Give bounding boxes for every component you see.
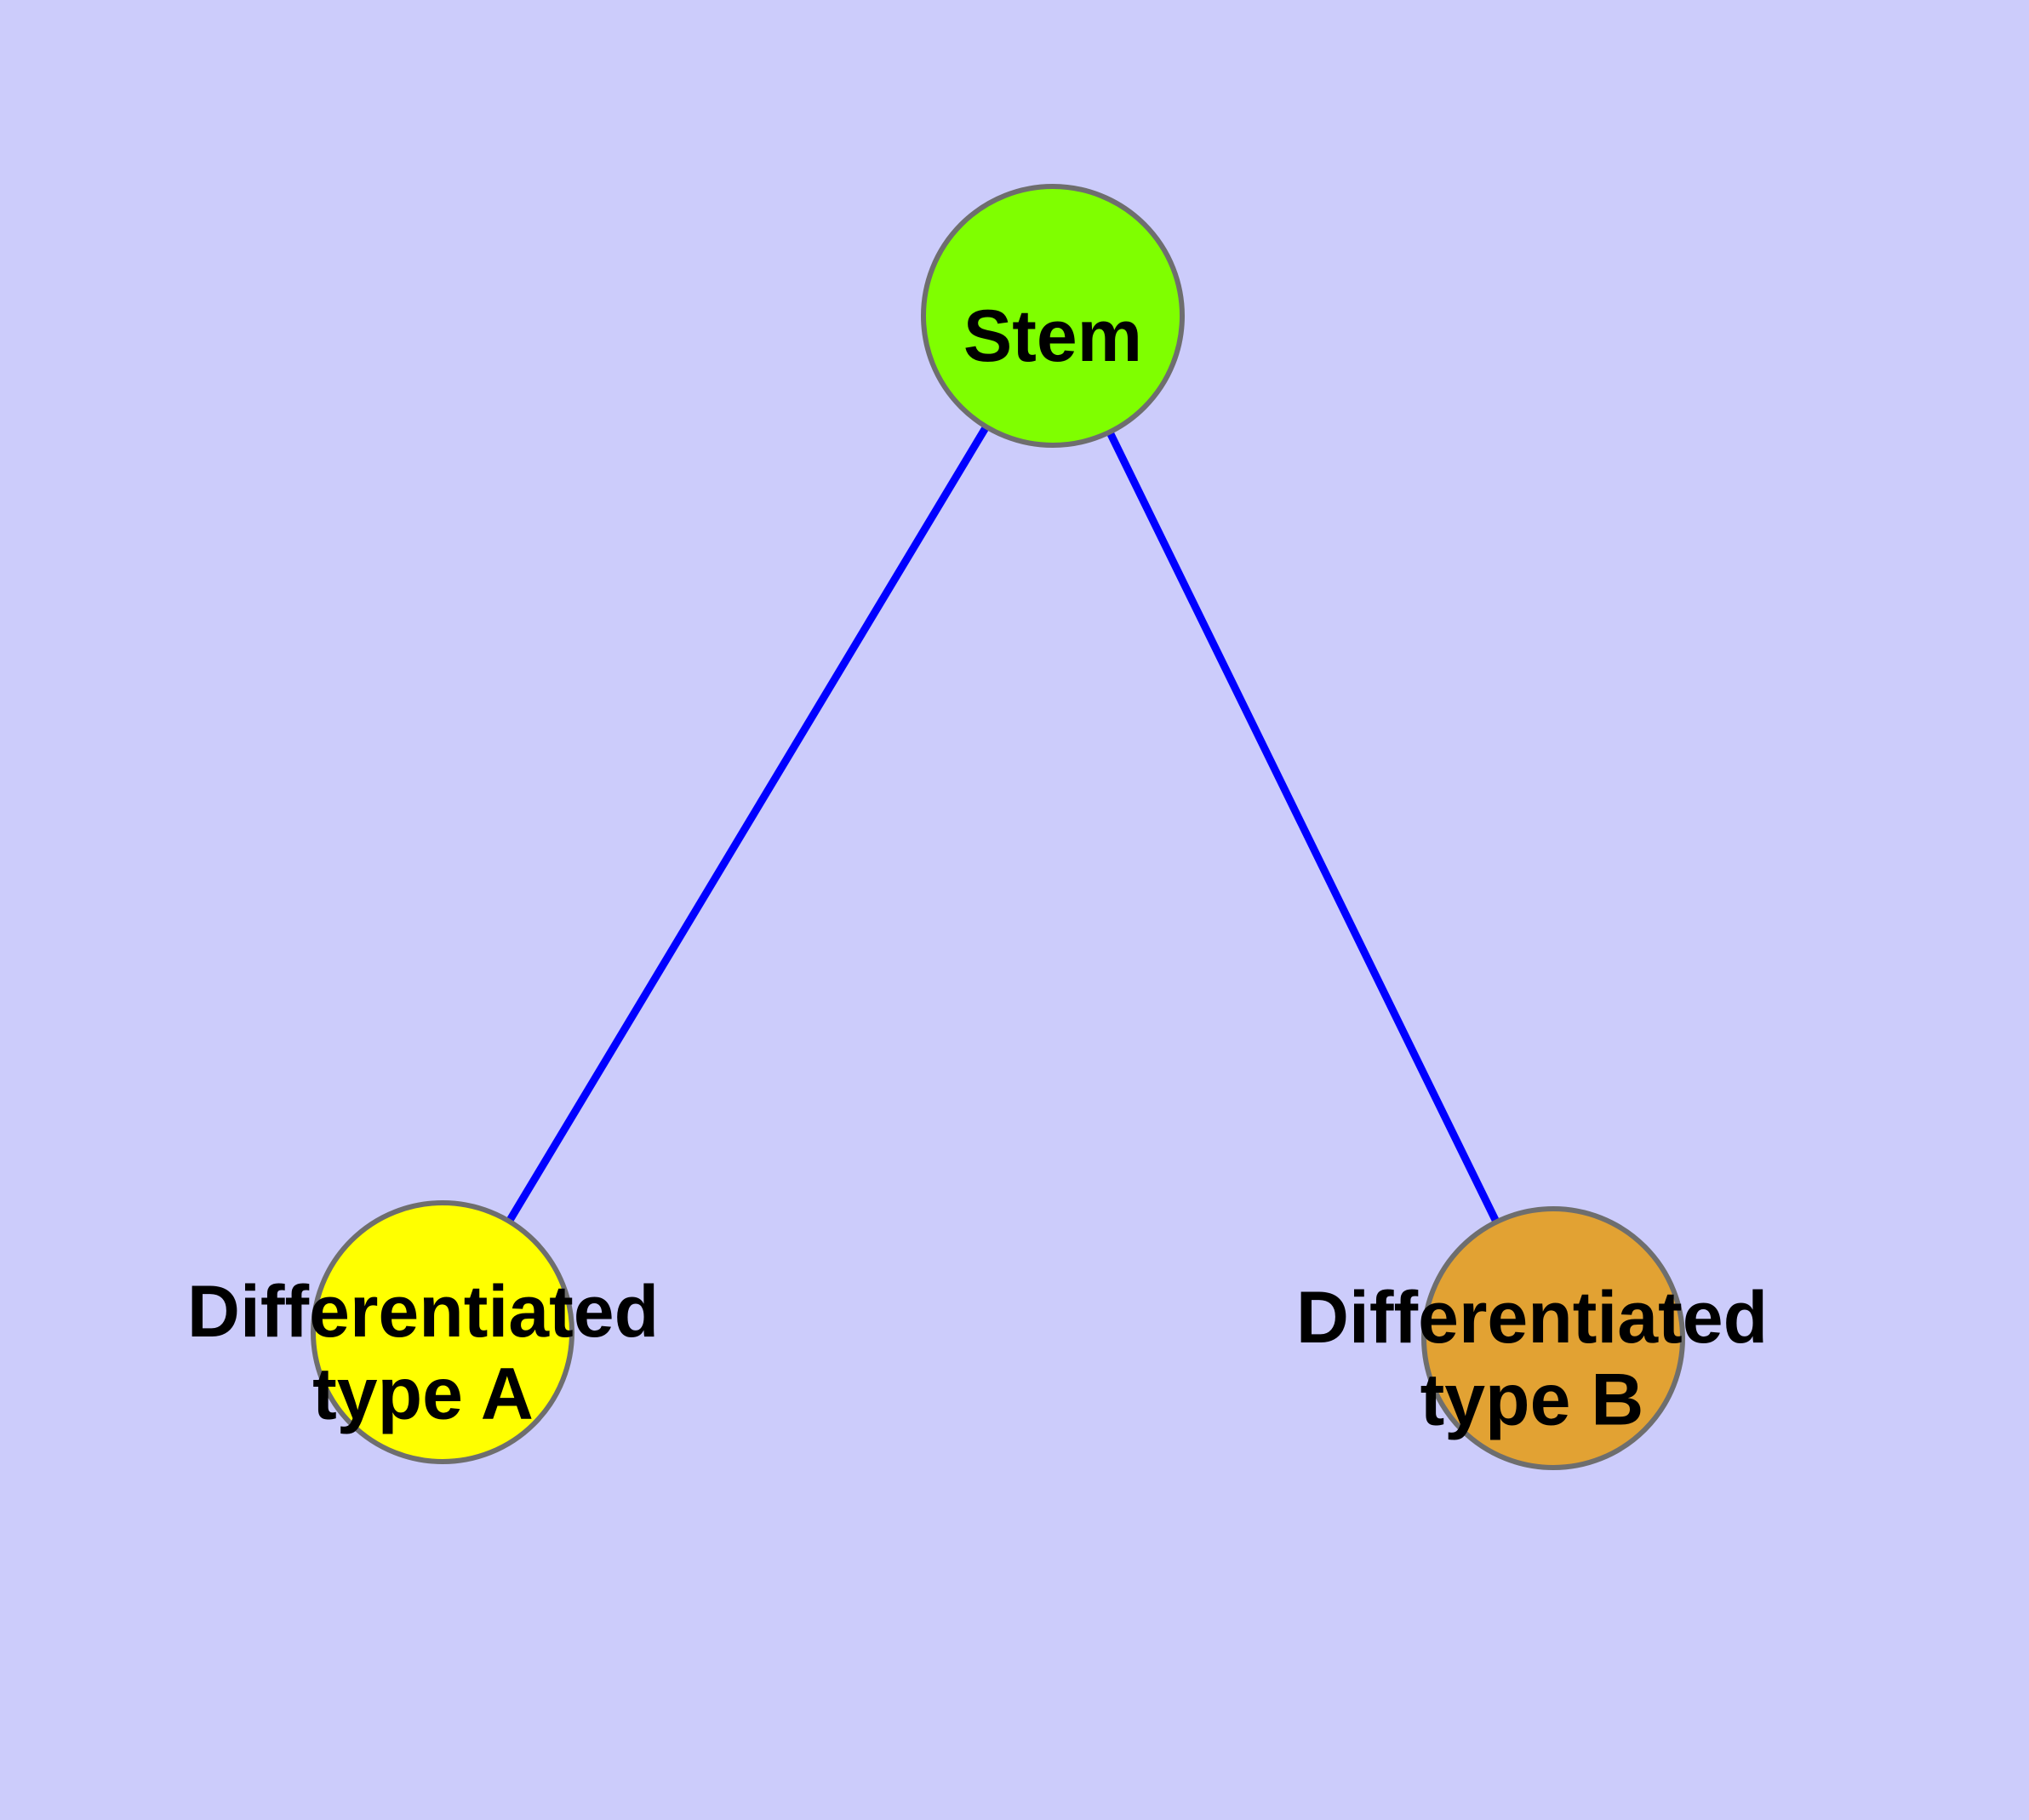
node-label-line: Differentiated	[187, 1271, 659, 1353]
edges-layer	[439, 313, 1557, 1340]
node-label-line: type A	[312, 1353, 534, 1434]
node-label-line: Differentiated	[1296, 1277, 1768, 1359]
node-label-line: Stem	[963, 295, 1142, 377]
node-label-line: type B	[1420, 1359, 1644, 1440]
graph-edge-stem-to-diff-b[interactable]	[1049, 314, 1557, 1340]
node-circle-stem[interactable]	[921, 184, 1185, 448]
graph-edge-stem-to-diff-a[interactable]	[439, 313, 1056, 1335]
node-circle-diff-b[interactable]	[1421, 1206, 1685, 1470]
node-label-stem: Stem	[963, 295, 1142, 377]
node-circle-diff-a[interactable]	[311, 1200, 574, 1464]
graph-node-stem[interactable]: Stem	[921, 184, 1185, 448]
